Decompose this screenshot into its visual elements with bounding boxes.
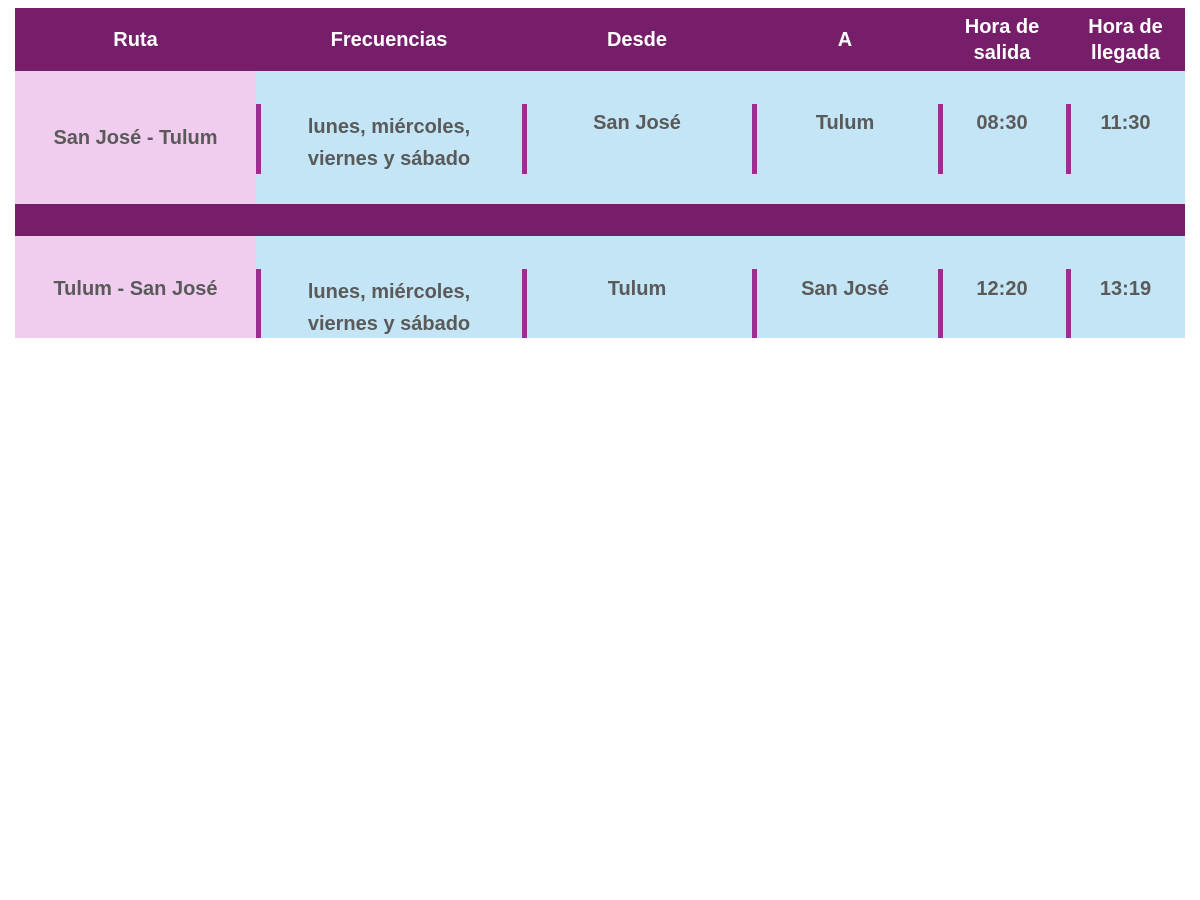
frequency-text: lunes, miércoles, viernes y sábado xyxy=(307,281,471,335)
header-ruta: Ruta xyxy=(113,28,158,51)
from-text: Tulum xyxy=(607,278,667,300)
to-text: San José xyxy=(801,278,889,300)
table-row: San José - Tulum lunes, miércoles, viern… xyxy=(15,71,1185,204)
to-text: Tulum xyxy=(815,112,875,134)
arrival-text: 13:19 xyxy=(1099,278,1152,300)
header-hora-llegada: Hora de llegada xyxy=(1088,15,1163,64)
table-row: Tulum - San José lunes, miércoles, viern… xyxy=(15,236,1185,338)
column-separator xyxy=(256,269,261,338)
departure-text: 12:20 xyxy=(976,278,1028,300)
schedule-table: Ruta Frecuencias Desde A Hora de salida … xyxy=(15,8,1185,338)
to-cell: San José xyxy=(752,236,938,338)
column-separator xyxy=(1066,104,1071,174)
from-text: San José xyxy=(593,112,681,134)
frequency-cell: lunes, miércoles, viernes y sábado xyxy=(256,236,522,338)
column-separator xyxy=(938,269,943,338)
column-separator xyxy=(752,269,757,338)
table-header: Ruta Frecuencias Desde A Hora de salida … xyxy=(15,8,1185,71)
column-separator xyxy=(522,269,527,338)
from-cell: Tulum xyxy=(522,236,752,338)
arrival-cell: 11:30 xyxy=(1066,71,1185,204)
column-separator xyxy=(1066,269,1071,338)
route-cell: Tulum - San José xyxy=(15,236,256,338)
frequency-cell: lunes, miércoles, viernes y sábado xyxy=(256,71,522,204)
departure-cell: 08:30 xyxy=(938,71,1066,204)
route-cell: San José - Tulum xyxy=(15,71,256,204)
frequency-text: lunes, miércoles, viernes y sábado xyxy=(307,116,471,170)
departure-cell: 12:20 xyxy=(938,236,1066,338)
column-separator xyxy=(522,104,527,174)
row-divider xyxy=(15,204,1185,236)
column-separator xyxy=(938,104,943,174)
column-separator xyxy=(256,104,261,174)
to-cell: Tulum xyxy=(752,71,938,204)
column-separator xyxy=(752,104,757,174)
departure-text: 08:30 xyxy=(976,112,1028,134)
from-cell: San José xyxy=(522,71,752,204)
arrival-text: 11:30 xyxy=(1100,112,1151,134)
arrival-cell: 13:19 xyxy=(1066,236,1185,338)
header-a: A xyxy=(837,28,853,51)
header-frecuencias: Frecuencias xyxy=(330,28,448,51)
header-hora-salida: Hora de salida xyxy=(964,15,1040,64)
header-desde: Desde xyxy=(606,28,668,51)
